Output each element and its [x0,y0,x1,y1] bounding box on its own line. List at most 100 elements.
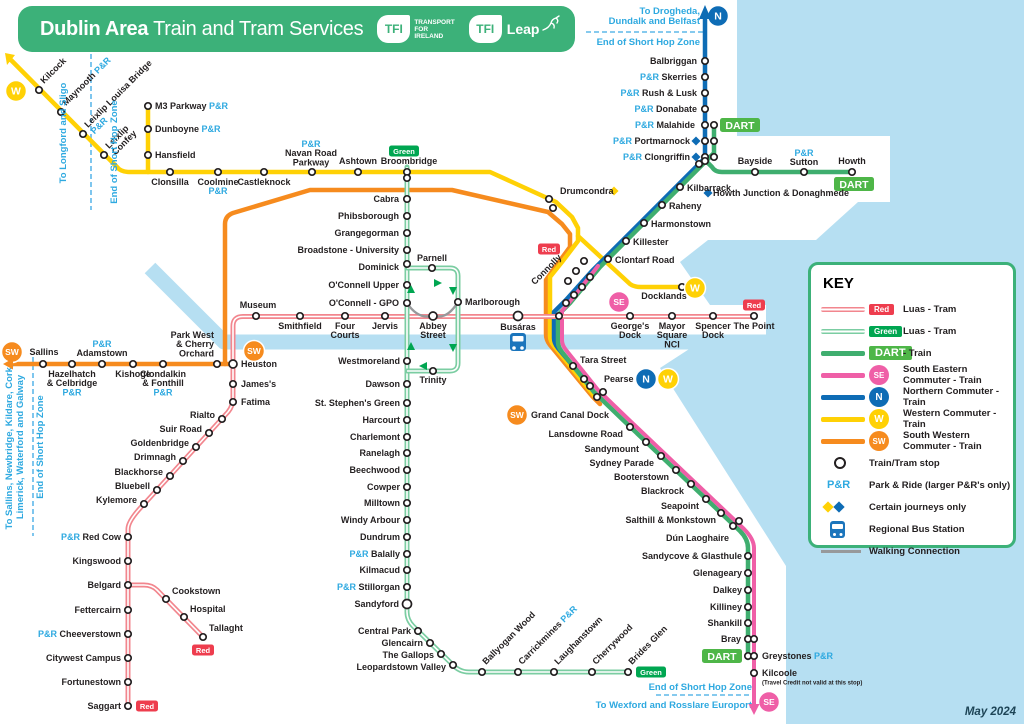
park-and-ride-symbol: P&R [827,479,851,491]
tspan: Spencer [695,321,731,331]
station-stop [700,88,710,98]
tspan: Castleknock [237,177,291,187]
tspan: O'Connell - GPO [329,298,399,308]
tspan: Hospital [190,604,226,614]
tspan: P&R Skerries [640,72,697,82]
station-label: The Gallops [382,650,434,660]
tspan: Kishoge [115,369,151,379]
tspan: Fortunestown [62,677,122,687]
legend-line-swatch [821,372,865,378]
tspan: James's [241,379,276,389]
station-label: Harmonstown [651,219,711,229]
tspan: Broombridge [381,156,438,166]
station-stop [743,551,753,561]
tspan: Square [657,330,688,340]
bus-symbol [830,520,845,538]
tspan: Saggart [87,701,121,711]
station-stop [402,280,412,290]
tspan: Sandyford [354,599,399,609]
station-stop [179,612,189,622]
tspan: O'Connell Upper [328,280,399,290]
station-stop [549,667,559,677]
route-icon-label: SW [247,346,262,356]
tspan: Grand Canal Dock [531,410,610,420]
station-stop [402,379,412,389]
tspan: Smithfield [278,321,322,331]
tspan: Sydney Parade [589,458,654,468]
tspan: The Point [734,321,775,331]
legend-label: Luas - Tram [903,303,957,315]
station-stop [402,465,412,475]
station-label: Pearse [604,374,634,384]
tspan: Beechwood [349,465,400,475]
tspan: Rialto [190,410,216,420]
legend-label: South Eastern Commuter - Train [903,364,982,386]
legend-line-swatch [821,350,865,356]
station-stop [728,521,738,531]
station-label: Heuston [241,359,277,369]
tspan: Kylemore [96,495,137,505]
tspan: Grangegorman [334,228,399,238]
tspan: O'Connell Upper [328,280,399,290]
station-stop [402,211,412,221]
tspan: Raheny [669,201,702,211]
station-label: O'Connell Upper [328,280,399,290]
tspan: Fatima [241,397,271,407]
station-stop [686,479,696,489]
station-stop [428,311,438,321]
direction-arrow [434,279,442,287]
station-stop [561,298,571,308]
tspan: Abbey [419,321,447,331]
station-stop [709,136,719,146]
leap-logo-label: Leap [506,21,540,37]
station-label: The Point [734,321,775,331]
legend-line-swatch [821,306,865,312]
tspan: P&R [557,603,580,626]
direction-arrow [449,344,457,352]
tspan: Killester [633,237,669,247]
line-badge-label: DART [725,120,755,132]
station-stop [123,701,133,711]
station-stop [436,649,446,659]
station-label: Saggart [87,701,121,711]
tspan: Sydney Parade [589,458,654,468]
station-label: Suir Road [159,424,202,434]
station-label: Ranelagh [359,448,400,458]
legend-swatch-cell [821,328,869,334]
tspan: O'Connell - GPO [329,298,399,308]
station-stop [657,200,667,210]
tspan: Street [420,330,446,340]
station-stop [700,156,710,166]
station-label: O'Connell - GPO [329,298,399,308]
station-stop [700,72,710,82]
station-stop [700,56,710,66]
legend-row: Train/Tram stop [821,452,1013,474]
tspan: Seapoint [661,501,699,511]
tspan: Central Park [358,626,412,636]
stop-symbol [834,457,846,469]
tspan: Dundrum [360,532,400,542]
station-stop [743,568,753,578]
tspan: Belgard [87,580,121,590]
station-label: Rialto [190,410,216,420]
legend-label: Certain journeys only [869,501,967,513]
station-stop [700,120,710,130]
station-stop [402,415,412,425]
line-badge-label: Green [393,147,415,156]
station-stop [743,602,753,612]
station-label: Greystones P&R [762,651,834,661]
legend-label: Luas - Tram [903,325,957,337]
tspan: Harcourt [362,415,400,425]
line-badge-label: Red [542,245,557,254]
tspan: Park West [171,330,214,340]
tspan: Howth Junction & Donaghmede [713,188,849,198]
station-label: Kilcock [38,55,68,85]
tspan: Parnell [417,253,447,263]
tspan: Raheny [669,201,702,211]
station-stop [99,150,109,160]
tspan: Hospital [190,604,226,614]
line-badge-label: Red [196,646,211,655]
